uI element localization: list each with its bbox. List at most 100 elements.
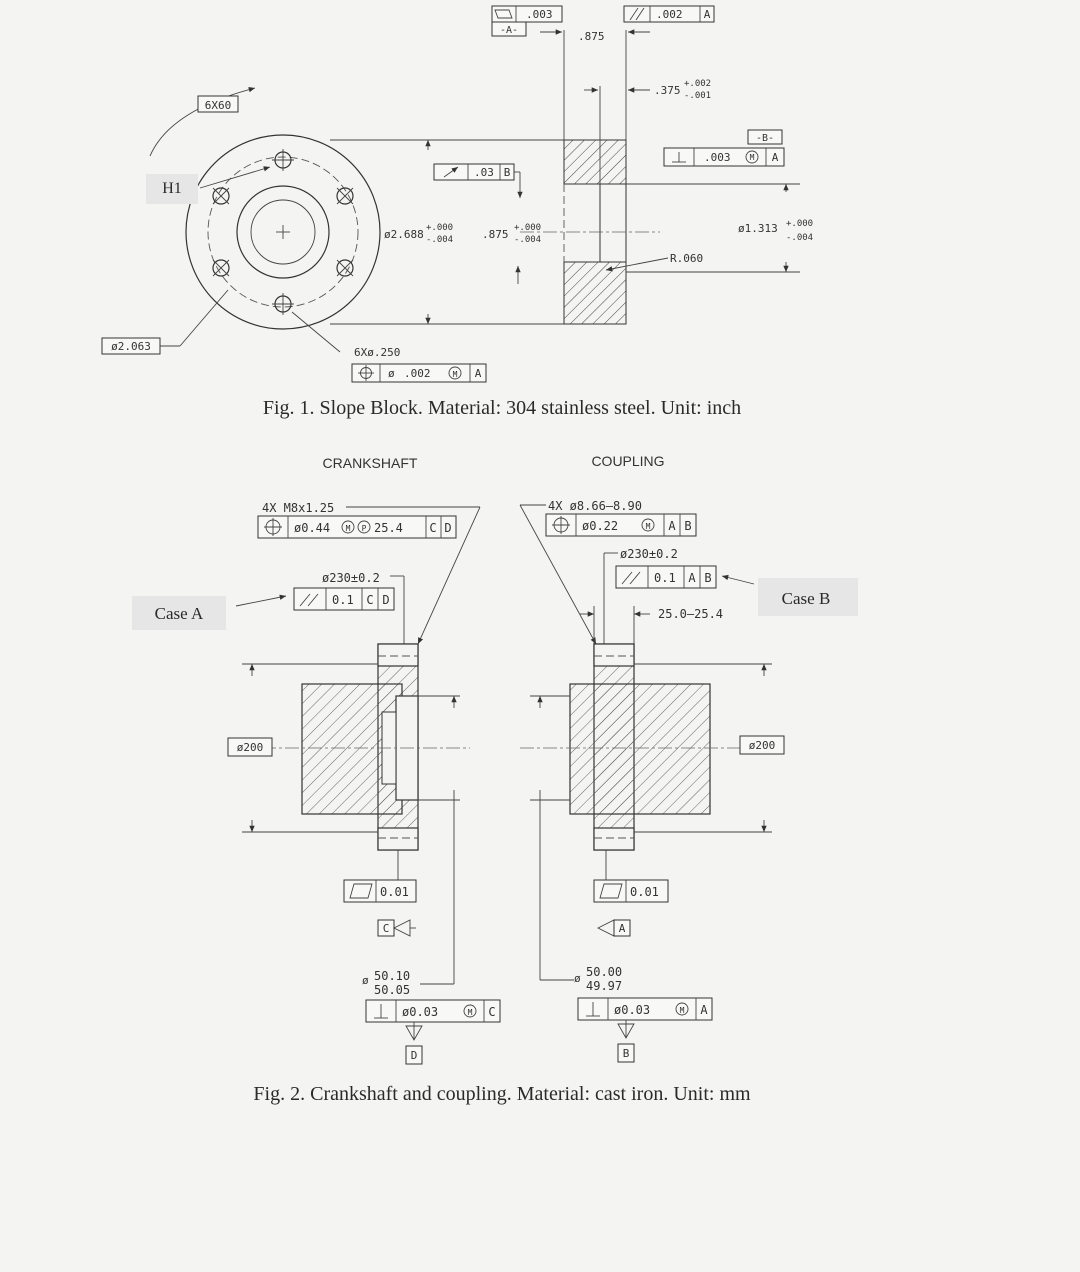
length-minus: -.004	[514, 235, 541, 245]
coupling-pos-tol: ø0.22	[582, 519, 618, 533]
position-fcf: ø .002 M A	[351, 363, 487, 383]
crank-bc: ø230±0.2	[322, 571, 380, 585]
case-a-label: Case A	[155, 604, 204, 623]
crank-perp-datum: C	[488, 1005, 495, 1019]
crank-proj-zone: 25.4	[374, 521, 403, 535]
case-a-tag	[132, 596, 226, 630]
crank-dia200: ø200	[237, 741, 264, 754]
h1-tag	[146, 174, 198, 204]
coupling-holes: 4X ø8.66–8.90	[548, 499, 642, 513]
crankshaft-drawing: CRANKSHAFT 4X M8x1.25 ø0.44 M P 25.4 C D…	[132, 455, 501, 1065]
crank-flatness-fcf: 0.01	[343, 879, 417, 903]
flatness-fcf: .003 -A-	[491, 5, 563, 37]
position-datum: A	[475, 367, 482, 380]
case-b-label: Case B	[782, 589, 831, 608]
parallel-datum: A	[704, 8, 711, 21]
coupling-bc: ø230±0.2	[620, 547, 678, 561]
crank-dia-bot: 50.05	[374, 983, 410, 997]
runout-datum: B	[504, 166, 511, 179]
coupling-position-fcf: ø0.22 M A B	[545, 513, 697, 537]
crank-runout-d1: C	[366, 593, 373, 607]
datum-a: -A-	[500, 25, 518, 36]
length-plus: +.000	[514, 223, 541, 233]
svg-text:ø: ø	[388, 367, 395, 380]
parallel-value: .002	[656, 8, 683, 21]
bolt-holes	[212, 149, 354, 315]
coupling-datum-a: A	[619, 922, 626, 935]
crank-pos-datum-1: C	[429, 521, 436, 535]
svg-text:M: M	[750, 153, 755, 162]
fig2-caption: Fig. 2. Crankshaft and coupling. Materia…	[253, 1083, 751, 1105]
crank-perp-fcf: ø0.03 M C	[365, 999, 501, 1023]
coupling-pos-d2: B	[684, 519, 691, 533]
h1-label: H1	[162, 180, 182, 197]
outer-dia: ø2.688	[384, 228, 424, 241]
svg-text:ø: ø	[574, 972, 581, 985]
crank-runout-fcf: 0.1 C D	[293, 587, 395, 611]
width-dim: .875	[578, 30, 605, 43]
datum-b-box	[747, 129, 783, 145]
crank-pos-datum-2: D	[444, 521, 451, 535]
bc-dia-label: ø2.063	[111, 340, 151, 353]
outer-dia-plus: +.000	[426, 223, 453, 233]
crank-runout-value: 0.1	[332, 593, 354, 607]
crank-datum-d: D	[411, 1049, 418, 1062]
coupling-perp-value: ø0.03	[614, 1003, 650, 1017]
coupling-flat-value: 0.01	[630, 885, 659, 899]
flange-front-view	[185, 134, 381, 330]
runout-value: .03	[474, 166, 494, 179]
length-dim: .875	[482, 228, 509, 241]
coupling-runout-d1: A	[688, 571, 696, 585]
coupling-pos-d1: A	[668, 519, 676, 533]
runout-fcf: .03 B	[433, 163, 515, 181]
holes-callout: 6Xø.250	[354, 346, 400, 359]
angle-label-box	[197, 95, 239, 113]
svg-text:M: M	[453, 370, 458, 379]
svg-text:M: M	[346, 524, 351, 533]
step-dim: .375	[654, 84, 681, 97]
svg-text:M: M	[646, 522, 651, 531]
coupling-runout-value: 0.1	[654, 571, 676, 585]
crank-runout-d2: D	[382, 593, 389, 607]
crank-dia200-box	[227, 737, 273, 757]
crankshaft-title: CRANKSHAFT	[323, 455, 418, 471]
fig1-drawing: 6X60 H1 ø2.063 6Xø.250 ø .002 M A	[101, 5, 813, 383]
coupling-drawing: COUPLING 4X ø8.66–8.90 ø0.22 M A B ø230±…	[519, 453, 858, 1063]
coupling-runout-d2: B	[704, 571, 711, 585]
crank-position-fcf: ø0.44 M P 25.4 C D	[257, 515, 457, 539]
coupling-dia200: ø200	[749, 739, 776, 752]
bore-dia-minus: -.004	[786, 233, 813, 243]
svg-text:P: P	[362, 524, 367, 533]
fig1-caption: Fig. 1. Slope Block. Material: 304 stain…	[263, 397, 741, 419]
crank-dia-top: 50.10	[374, 969, 410, 983]
parallel-fcf: .002 A	[623, 5, 715, 23]
coupling-flatness-fcf: 0.01	[593, 879, 669, 903]
coupling-perp-fcf: ø0.03 M A	[577, 997, 713, 1021]
angle-label: 6X60	[205, 99, 232, 112]
svg-text:ø: ø	[362, 974, 369, 987]
step-dim-tol-minus: -.001	[684, 91, 711, 101]
coupling-thickness: 25.0–25.4	[658, 607, 723, 621]
flange-section-view	[520, 30, 660, 325]
case-b-tag	[758, 578, 858, 616]
step-dim-tol-plus: +.002	[684, 79, 711, 89]
svg-text:M: M	[680, 1006, 685, 1015]
coupling-perp-datum: A	[700, 1003, 708, 1017]
svg-text:M: M	[468, 1008, 473, 1017]
coupling-title: COUPLING	[591, 453, 664, 469]
coupling-dia200-box	[739, 735, 785, 755]
coupling-dia-bot: 49.97	[586, 979, 622, 993]
crank-datum-c: C	[383, 922, 390, 935]
perp-datum: A	[772, 151, 779, 164]
crank-flat-value: 0.01	[380, 885, 409, 899]
bore-dia: ø1.313	[738, 222, 778, 235]
coupling-dia-top: 50.00	[586, 965, 622, 979]
coupling-datum-b: B	[623, 1047, 630, 1060]
bore-dia-plus: +.000	[786, 219, 813, 229]
perp-value: .003	[704, 151, 731, 164]
crank-pos-tol: ø0.44	[294, 521, 330, 535]
position-tol-value: .002	[404, 367, 431, 380]
perpendicularity-fcf: .003 M A	[663, 147, 785, 167]
coupling-runout-fcf: 0.1 A B	[615, 565, 717, 589]
